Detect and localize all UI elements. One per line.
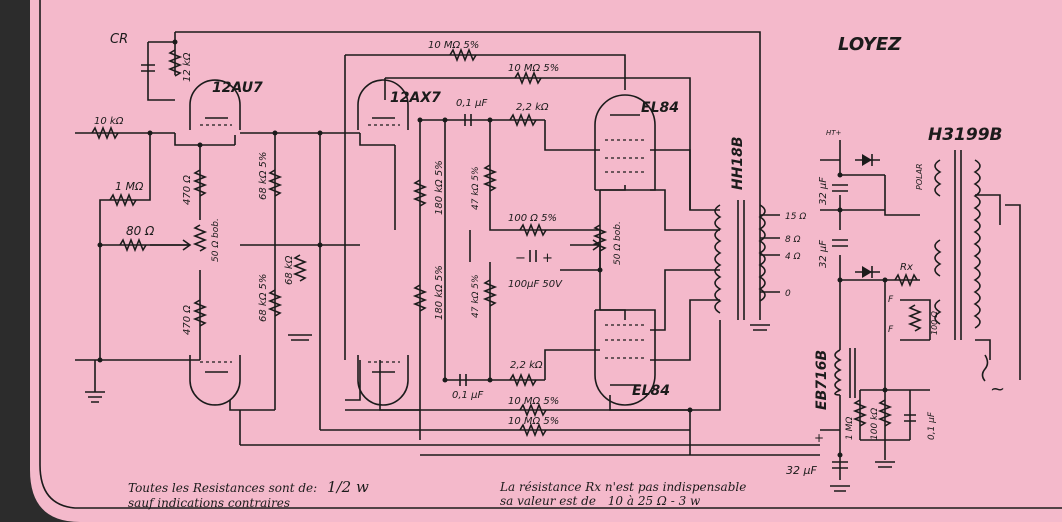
power-transformer-label: H3199B <box>928 125 1003 145</box>
tube-12au7-label: 12AU7 <box>212 80 263 96</box>
c-32b-label: 32 µF <box>818 240 829 268</box>
r-47k-bot-label: 47 kΩ 5% <box>471 274 481 318</box>
note-left-value: 1/2 w <box>327 478 369 496</box>
power-transformer <box>934 150 989 382</box>
note-right-line1: La résistance Rx n'est pas indispensable <box>500 480 747 494</box>
r-470a-label: 470 Ω <box>182 175 193 205</box>
c-32a-label: 32 µF <box>818 177 829 205</box>
capacitors <box>141 64 916 469</box>
r-22k-bot-label: 2,2 kΩ <box>510 360 543 371</box>
tube-el84-top-label: EL84 <box>641 100 679 116</box>
note-left-line2: sauf indications contraires <box>128 496 291 510</box>
plus-sign: + <box>542 251 553 266</box>
tube-el84-bottom <box>594 309 656 406</box>
tube-12ax7-bottom <box>357 355 409 406</box>
wires <box>75 31 1021 480</box>
tube-12ax7-top <box>357 79 409 130</box>
tube-el84-top <box>594 94 656 191</box>
r-100-label: 100 Ω 5% <box>508 213 557 224</box>
title-label: LOYEZ <box>838 34 902 55</box>
r-10m-top1-label: 10 MΩ 5% <box>428 40 479 51</box>
rectifiers <box>855 154 880 278</box>
output-transformer <box>714 200 766 320</box>
tube-el84-bottom-label: EL84 <box>632 383 670 399</box>
r-1m-b-label: 1 MΩ <box>845 417 855 440</box>
tap-8-label: 8 Ω <box>785 235 801 245</box>
fuse-f1-label: F <box>888 295 894 305</box>
note-right-value: 10 à 25 Ω - 3 w <box>607 494 701 508</box>
pot-50bob-right-label: 50 Ω bob. <box>613 221 623 265</box>
r-100ohm-label: 100 Ω <box>930 310 939 335</box>
note-right: La résistance Rx n'est pas indispensable… <box>500 480 746 508</box>
tap-15-label: 15 Ω <box>785 212 806 222</box>
note-right-line2: sa valeur est de <box>500 494 596 508</box>
r-10m-bot2-label: 10 MΩ 5% <box>508 416 559 427</box>
c-01-top-label: 0,1 µF <box>456 98 487 109</box>
c-01-bot-label: 0,1 µF <box>452 390 483 401</box>
ht-label: HT+ <box>826 129 842 137</box>
r-80-label: 80 Ω <box>126 224 155 238</box>
choke-label: EB716B <box>814 350 830 410</box>
pot-50bob-left-label: 50 Ω bob. <box>211 218 221 262</box>
r-47k-top-label: 47 kΩ 5% <box>471 166 481 210</box>
junction-dots <box>97 39 888 458</box>
mains-label: ~ <box>990 379 1005 400</box>
r-68k-a-label: 68 kΩ 5% <box>258 152 269 200</box>
tube-12ax7-label: 12AX7 <box>390 90 441 106</box>
c-01c-label: 0,1 µF <box>927 411 937 440</box>
polar-label: POLAR <box>915 163 924 190</box>
r-470b-label: 470 Ω <box>182 305 193 335</box>
cr-label: CR <box>110 32 128 47</box>
r-180k-top-label: 180 kΩ 5% <box>434 160 445 215</box>
r-10m-top2-label: 10 MΩ 5% <box>508 63 559 74</box>
r-100k-label: 100 kΩ <box>870 408 880 440</box>
choke <box>834 348 856 398</box>
c-32c-label: 32 µF <box>786 464 817 477</box>
page-border <box>39 0 1062 509</box>
r-1m-label: 1 MΩ <box>115 180 144 193</box>
r-68k-c-label: 68 kΩ <box>284 255 295 285</box>
hv-plus-label: + <box>814 431 824 445</box>
resistors <box>91 47 923 438</box>
r-10m-bot1-label: 10 MΩ 5% <box>508 396 559 407</box>
rx-label: Rx <box>900 262 913 273</box>
r-180k-bot-label: 180 kΩ 5% <box>434 265 445 320</box>
tube-12au7-bottom <box>189 355 241 406</box>
r-10k-in-label: 10 kΩ <box>94 116 124 127</box>
r-68k-b-label: 68 kΩ 5% <box>258 274 269 322</box>
tube-12au7-top <box>189 79 241 130</box>
pot-arrows <box>150 239 602 251</box>
ground-symbols <box>85 324 895 492</box>
r-22k-top-label: 2,2 kΩ <box>516 102 549 113</box>
fuse-f2-label: F <box>888 325 894 335</box>
tap-4-label: 4 Ω <box>785 252 801 262</box>
c-100uf-label: 100µF 50V <box>508 279 563 290</box>
tap-0-label: 0 <box>785 289 791 299</box>
minus-sign: − <box>515 251 526 266</box>
page-edge <box>0 0 80 522</box>
r-12k-label: 12 kΩ <box>182 52 193 82</box>
note-left: Toutes les Resistances sont de: 1/2 w sa… <box>128 478 369 510</box>
output-transformer-label: HH18B <box>730 136 746 190</box>
note-left-line1: Toutes les Resistances sont de: <box>128 481 318 495</box>
